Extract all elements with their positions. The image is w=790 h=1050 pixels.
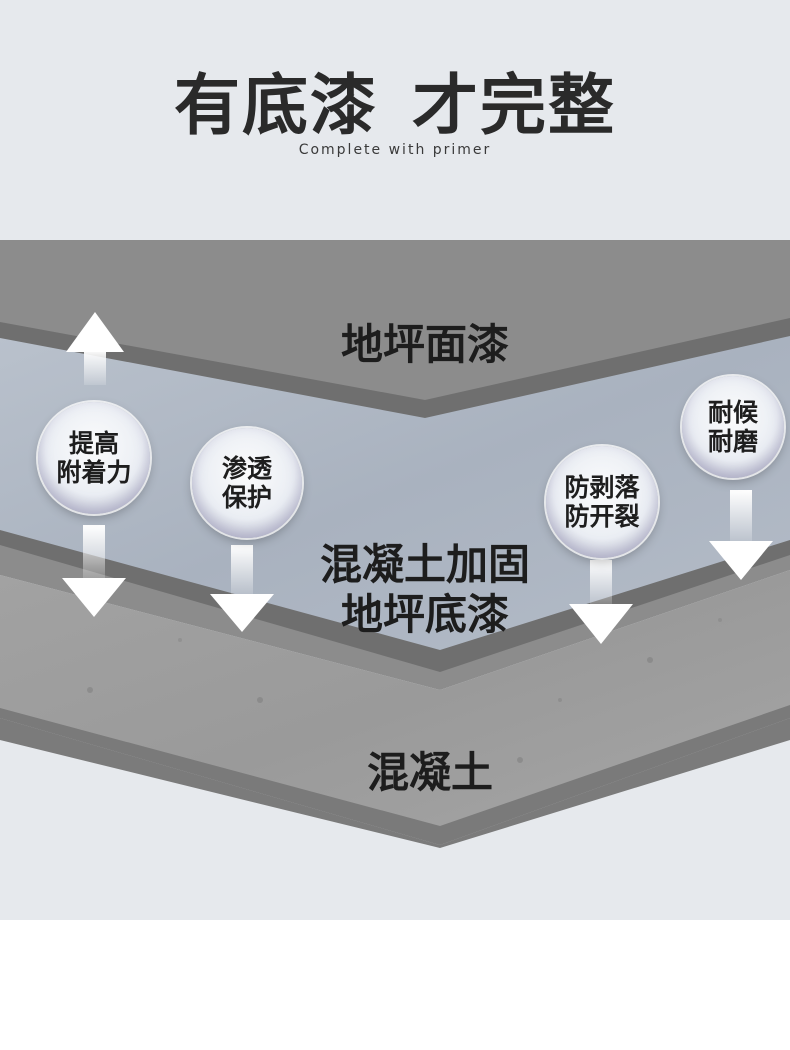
badge-weather-resistant: 耐候 耐磨 — [682, 376, 784, 478]
concrete-separator — [0, 705, 790, 845]
arrow-down-icon — [569, 560, 633, 644]
badge-penetration: 渗透 保护 — [192, 428, 302, 538]
arrow-down-icon — [62, 525, 126, 617]
layer-diagram — [0, 0, 790, 920]
arrow-up-icon — [66, 312, 124, 385]
badge-adhesion: 提高 附着力 — [38, 402, 150, 514]
arrow-down-icon — [709, 490, 773, 580]
top-coat-label: 地坪面漆 — [340, 320, 509, 369]
primer-label: 混凝土加固 地坪底漆 — [290, 540, 560, 640]
page-title: 有底漆才完整 — [0, 52, 790, 148]
title-part-2: 才完整 — [412, 67, 616, 144]
badge-line: 耐候 — [707, 398, 758, 427]
primer-label-line-2: 地坪底漆 — [340, 590, 509, 639]
badge-line: 耐磨 — [707, 427, 758, 456]
badge-line: 附着力 — [56, 458, 132, 487]
primer-label-line-1: 混凝土加固 — [319, 540, 530, 589]
badge-line: 防开裂 — [564, 502, 640, 531]
badge-anti-peel: 防剥落 防开裂 — [546, 446, 658, 558]
concrete-label: 混凝土 — [366, 748, 493, 797]
arrow-down-icon — [210, 545, 274, 632]
badge-line: 防剥落 — [564, 473, 640, 502]
concrete-edge — [0, 718, 790, 848]
title-part-1: 有底漆 — [174, 67, 378, 144]
badge-line: 渗透 — [221, 454, 272, 483]
page-subtitle: Complete with primer — [298, 142, 492, 158]
badge-line: 保护 — [221, 483, 272, 512]
concrete-texture — [87, 618, 722, 782]
badge-line: 提高 — [68, 429, 119, 458]
